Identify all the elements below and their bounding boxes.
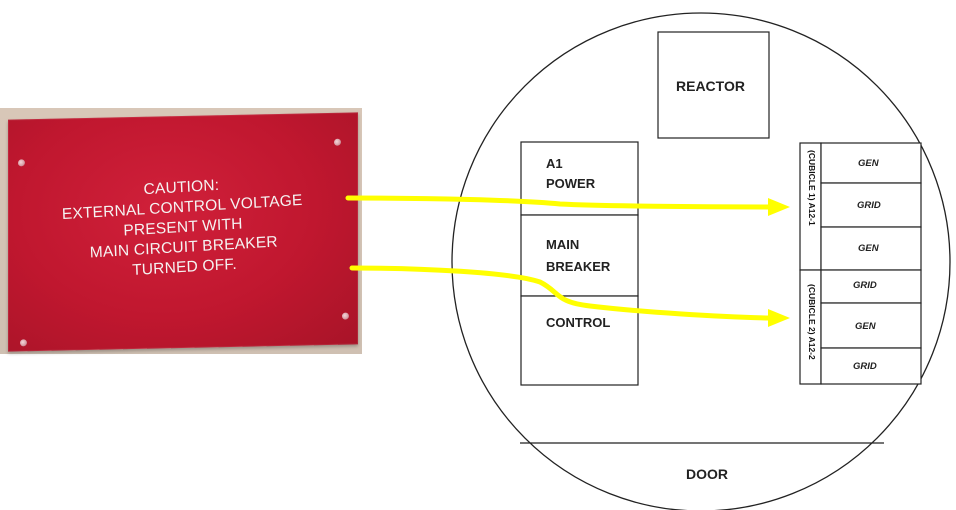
cubicle1-cell-label: GRID <box>857 200 881 211</box>
cubicle2-cell-label: GRID <box>853 280 877 291</box>
main-label-line: MAIN <box>546 234 610 256</box>
control-label: CONTROL <box>546 315 610 330</box>
reactor-label: REACTOR <box>676 78 745 94</box>
arrow-head-icon <box>768 198 790 216</box>
cubicle2-label: (CUBICLE 2) A12-2 <box>807 284 817 360</box>
cubicle2-cell-label: GRID <box>853 361 877 372</box>
main-breaker-label: MAIN BREAKER <box>546 234 610 278</box>
door-label: DOOR <box>686 466 728 482</box>
a1-label-line: A1 <box>546 154 595 174</box>
cubicle2-cell-label: GEN <box>855 321 876 332</box>
breaker-label-line: BREAKER <box>546 256 610 278</box>
cubicle1-cell-label: GEN <box>858 158 879 169</box>
arrow-head-icon <box>768 309 790 327</box>
a1-power-label: A1 POWER <box>546 154 595 194</box>
power-label-line: POWER <box>546 174 595 194</box>
cubicle1-cell-label: GEN <box>858 243 879 254</box>
cubicle1-label: (CUBICLE 1) A12-1 <box>807 150 817 226</box>
